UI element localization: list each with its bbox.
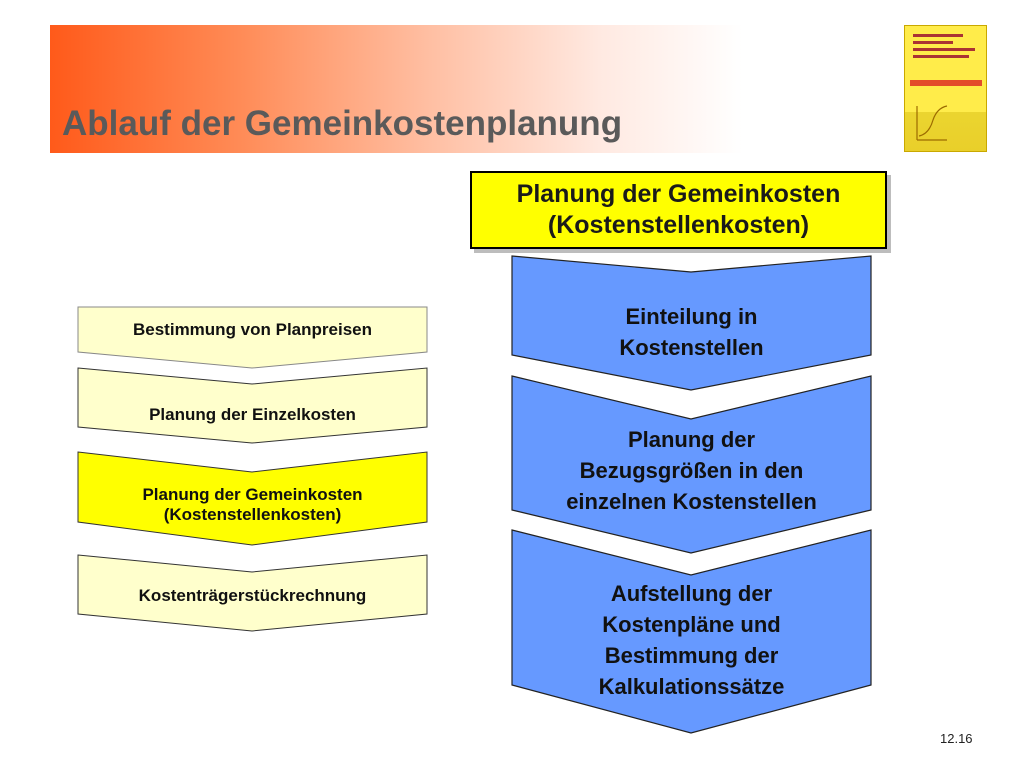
left-step-3-label: Planung der Gemeinkosten (Kostenstellenk… <box>142 485 363 524</box>
left-step-3-shape <box>77 451 428 546</box>
right-step-3-shape <box>511 529 872 734</box>
left-step-4-label: Kostenträgerstückrechnung <box>138 586 367 605</box>
right-step-1-shape <box>511 255 872 391</box>
header-gradient-bar <box>50 25 895 153</box>
book-cover-icon <box>904 25 987 152</box>
left-step-2-label: Planung der Einzelkosten <box>149 405 356 424</box>
top-box-gemeinkosten: Planung der Gemeinkosten (Kostenstellenk… <box>470 171 887 249</box>
right-step-2-label: Planung der Bezugsgrößen in den einzelne… <box>566 427 817 514</box>
page-title: Ablauf der Gemeinkostenplanung <box>62 104 623 143</box>
right-step-1-label: Einteilung in Kostenstellen <box>619 304 764 360</box>
left-step-1-label: Bestimmung von Planpreisen <box>133 320 372 339</box>
left-step-4-shape <box>77 554 428 632</box>
right-step-2-shape <box>511 375 872 554</box>
left-step-1-shape <box>77 306 428 369</box>
left-step-2-shape <box>77 367 428 444</box>
page-number: 12.16 <box>940 731 973 746</box>
right-step-3-label: Aufstellung der Kostenpläne und Bestimmu… <box>598 581 785 699</box>
